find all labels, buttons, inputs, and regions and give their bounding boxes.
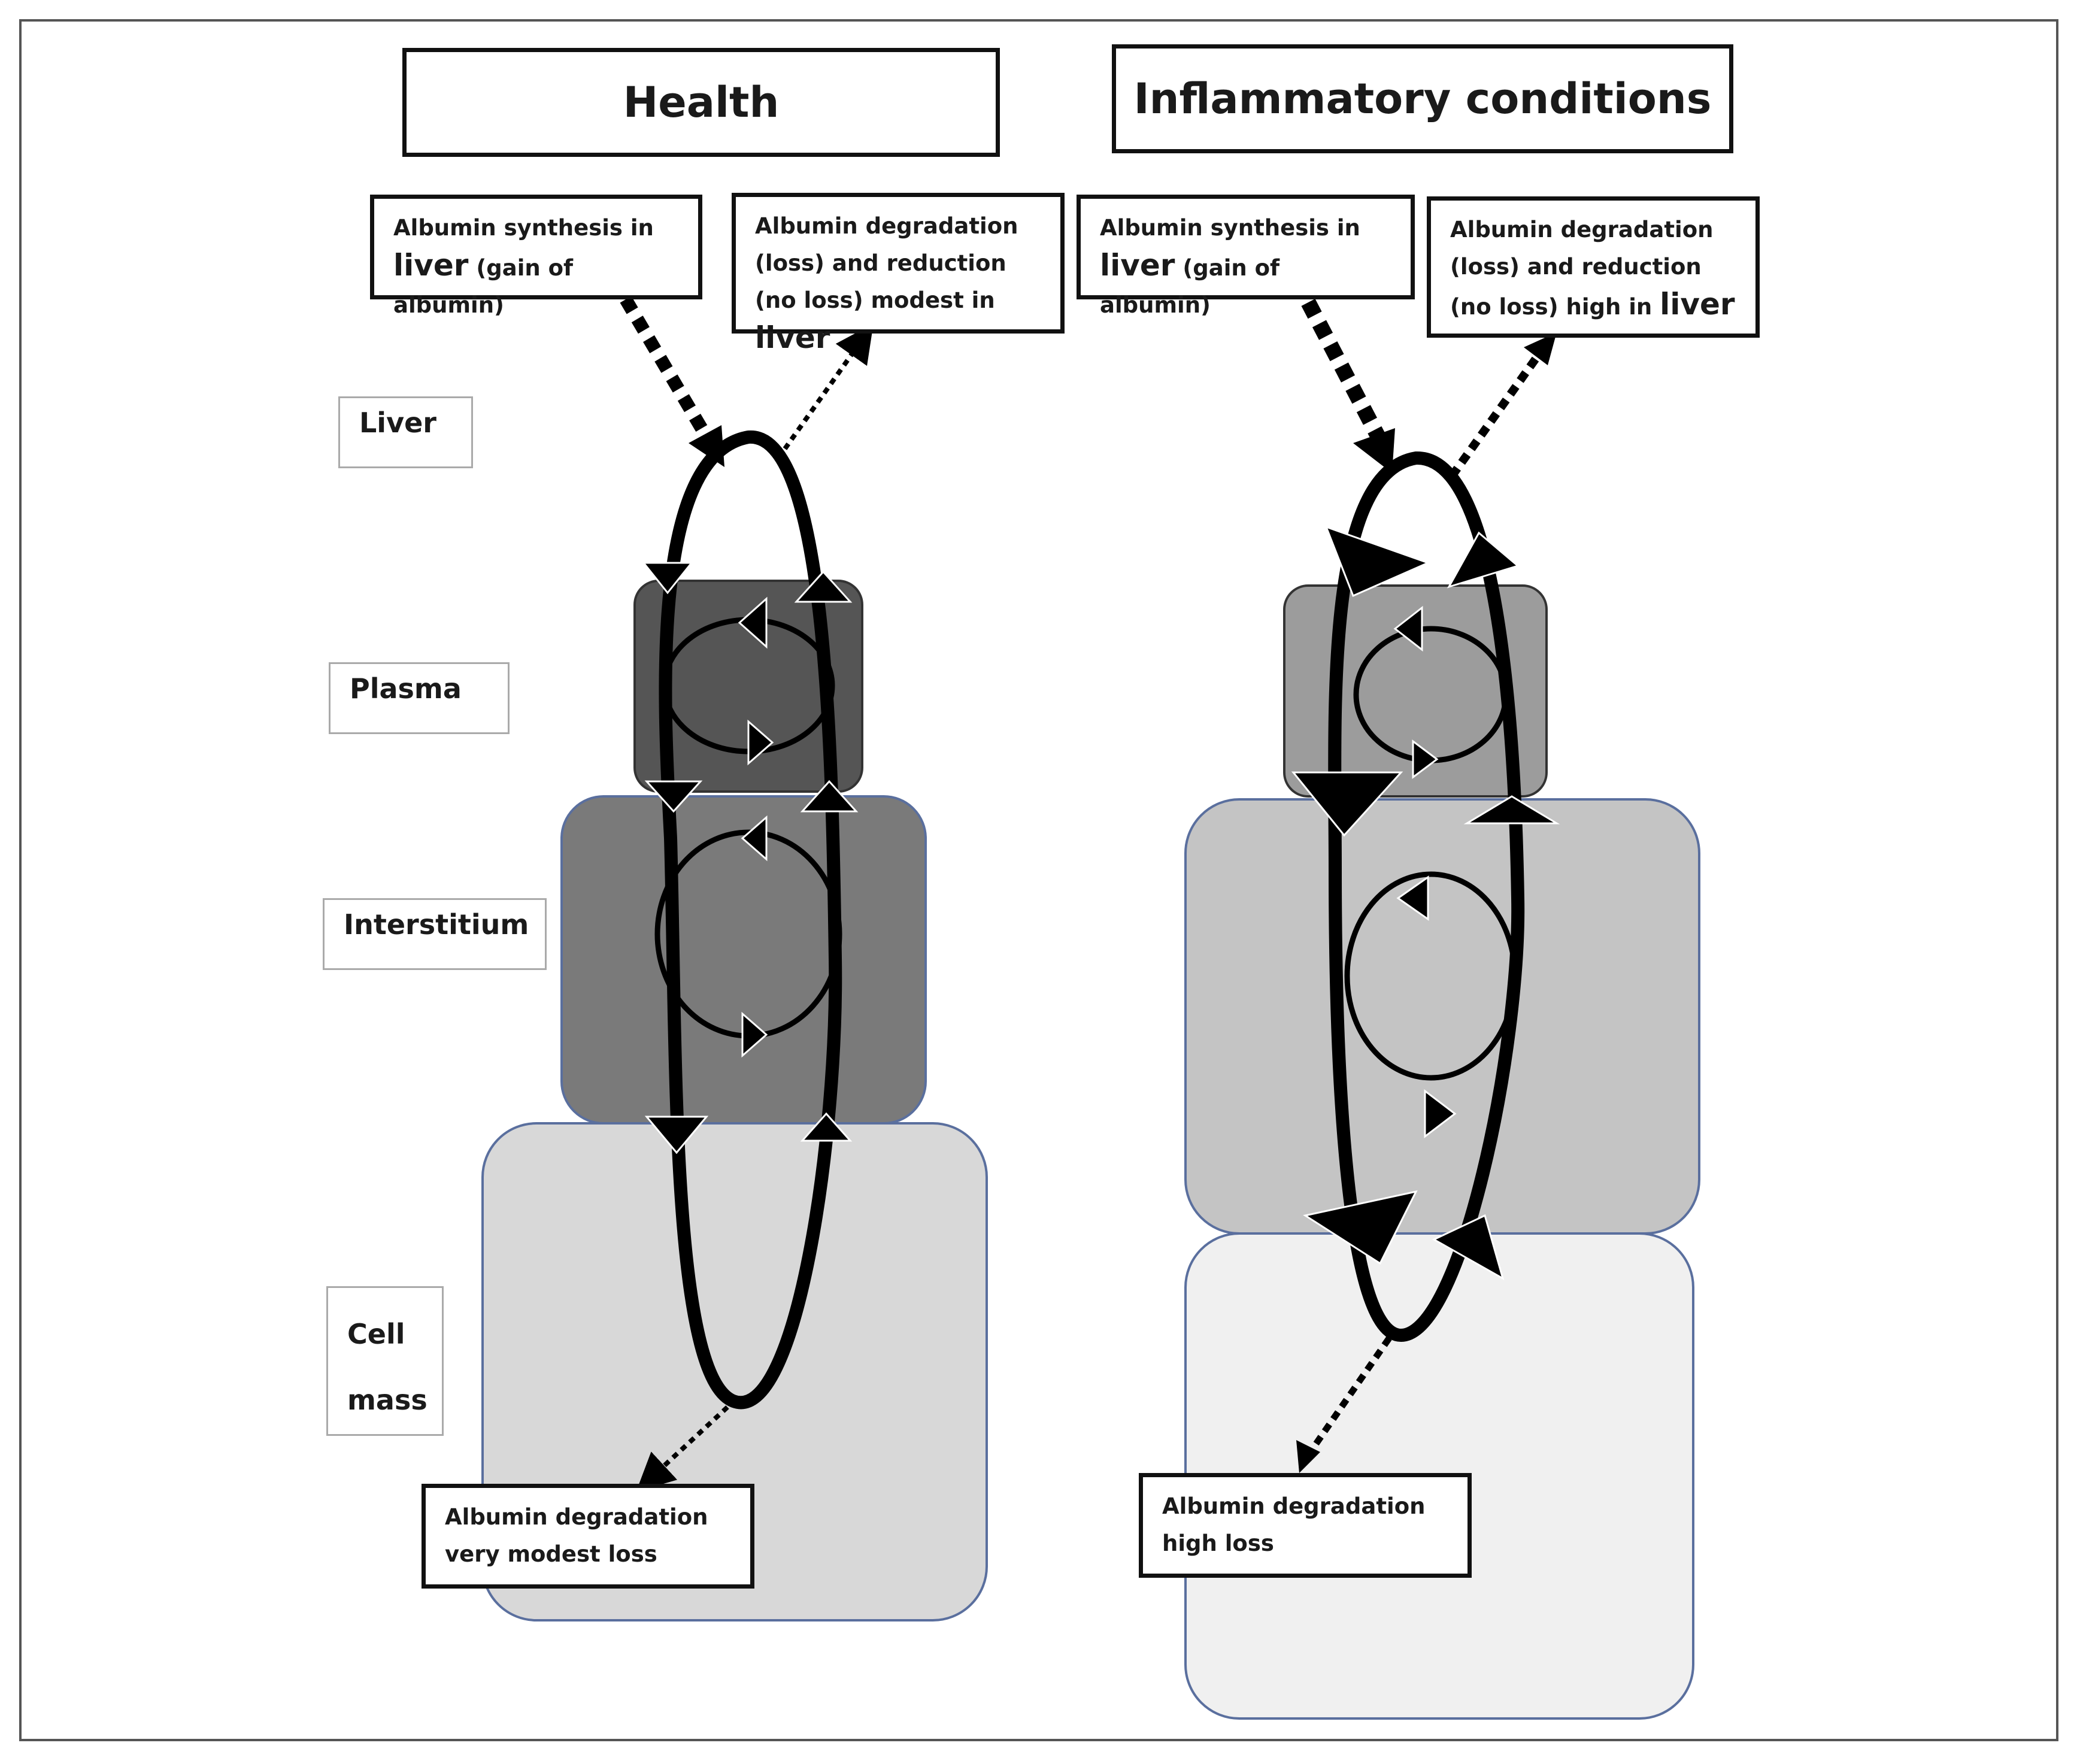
health-plasma-loop-arrow-right xyxy=(747,719,774,766)
health-down-arrow-interstitium-cell xyxy=(644,1116,709,1154)
inflam-up-arrow-cell-interstitium xyxy=(1432,1214,1505,1281)
inflammatory-title: Inflammatory conditions xyxy=(1112,44,1733,153)
inflam-synthesis-arrowhead xyxy=(1353,428,1395,473)
health-interstitium-loop-arrow-left xyxy=(741,815,768,862)
health-synthesis-suffix: (gain of albumin) xyxy=(393,255,574,318)
health-interstitium-loop-arrow-right xyxy=(741,1011,768,1058)
inflam-main-albumin-loop xyxy=(1328,451,1525,1342)
compartment-label-plasma-text: Plasma xyxy=(350,672,462,705)
inflam-down-arrow-liver-plasma xyxy=(1324,525,1431,598)
inflam-cell-degradation-line2: high loss xyxy=(1162,1530,1274,1556)
inflam-liver-degradation-box: Albumin degradation (loss) and reduction… xyxy=(1427,196,1760,338)
inflam-cell-degradation-box: Albumin degradation high loss xyxy=(1139,1473,1472,1578)
compartment-label-cell-mass: Cell mass xyxy=(326,1286,444,1436)
inflam-down-arrow-plasma-interstitium xyxy=(1291,771,1403,837)
compartment-label-interstitium: Interstitium xyxy=(323,898,547,970)
inflam-plasma-loop-arrow-right xyxy=(1412,739,1439,779)
inflam-liver-degradation-organ: liver xyxy=(1660,287,1735,322)
health-up-arrow-cell-interstitium xyxy=(800,1112,853,1142)
compartment-label-mass-text: mass xyxy=(347,1384,427,1416)
inflam-interstitium-loop-arrow-right xyxy=(1424,1089,1457,1139)
inflam-synthesis-text: Albumin synthesis in xyxy=(1100,215,1360,241)
inflam-synthesis-flow-arrow xyxy=(1301,298,1390,450)
inflam-liver-degradation-arrowhead xyxy=(1524,332,1557,365)
health-cell-degradation-line1: Albumin degradation xyxy=(445,1504,708,1530)
compartment-label-interstitium-text: Interstitium xyxy=(344,908,529,941)
inflam-liver-degradation-flow-arrow xyxy=(1448,347,1545,479)
health-synthesis-flow-arrow xyxy=(620,296,721,456)
health-plasma-compartment xyxy=(633,580,863,793)
figure-frame xyxy=(19,19,2058,1741)
inflam-up-arrow-plasma-liver xyxy=(1447,531,1520,589)
compartment-label-plasma: Plasma xyxy=(329,662,510,734)
health-synthesis-box: Albumin synthesis in liver (gain of albu… xyxy=(370,195,702,318)
health-down-arrow-plasma-interstitium xyxy=(644,780,703,813)
inflam-down-arrow-interstitium-cell xyxy=(1303,1190,1418,1265)
health-synthesis-arrowhead xyxy=(689,425,724,467)
compartment-label-liver-text: Liver xyxy=(359,407,436,439)
health-interstitium-compartment xyxy=(560,795,927,1125)
health-cell-degradation-flow-arrow xyxy=(636,1405,729,1492)
inflam-synthesis-suffix: (gain of albumin) xyxy=(1100,255,1280,318)
compartment-label-liver: Liver xyxy=(338,396,473,468)
inflam-synthesis-box: Albumin synthesis in liver (gain of albu… xyxy=(1077,195,1415,318)
health-synthesis-text: Albumin synthesis in xyxy=(393,215,654,241)
health-panel xyxy=(481,296,988,1621)
inflam-cell-degradation-line1: Albumin degradation xyxy=(1162,1493,1426,1519)
health-liver-degradation-flow-arrow xyxy=(776,323,874,460)
health-synthesis-organ: liver xyxy=(393,248,469,283)
health-up-arrow-plasma-liver xyxy=(794,570,853,603)
health-cell-degradation-line2: very modest loss xyxy=(445,1541,657,1567)
health-main-albumin-loop xyxy=(659,430,842,1410)
health-up-arrow-interstitium-plasma xyxy=(800,780,859,813)
inflam-synthesis-organ: liver xyxy=(1100,248,1175,283)
inflam-cell-degradation-arrowhead xyxy=(1296,1440,1320,1473)
compartment-label-cell-text: Cell xyxy=(347,1318,405,1350)
health-liver-degradation-text: Albumin degradation (loss) and reduction… xyxy=(755,213,1018,313)
health-liver-degradation-organ: liver xyxy=(755,320,830,355)
inflam-plasma-loop-arrow-left xyxy=(1393,605,1423,652)
health-cell-degradation-box: Albumin degradation very modest loss xyxy=(422,1484,754,1589)
health-plasma-loop-arrow-left xyxy=(738,596,768,649)
health-down-arrow-liver-plasma xyxy=(641,562,694,595)
health-liver-degradation-box: Albumin degradation (loss) and reduction… xyxy=(732,193,1065,355)
health-title: Health xyxy=(402,48,1000,157)
inflam-liver-degradation-text: Albumin degradation (loss) and reduction… xyxy=(1450,217,1714,320)
inflam-interstitium-compartment xyxy=(1184,798,1700,1235)
inflam-up-arrow-interstitium-plasma xyxy=(1463,795,1560,825)
inflam-interstitium-loop-arrow-left xyxy=(1396,875,1429,921)
